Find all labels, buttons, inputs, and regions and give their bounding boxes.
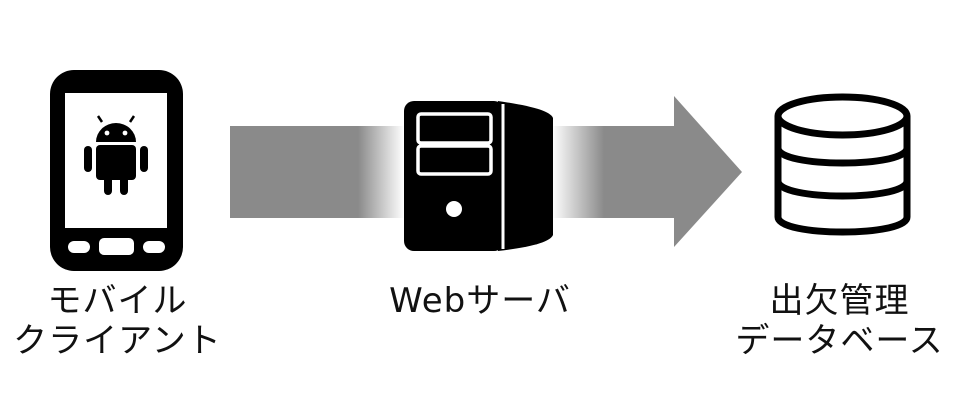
mobile-client-label-line-2: クライアント	[13, 321, 222, 361]
arrow-head	[674, 96, 742, 247]
database-icon	[774, 93, 911, 236]
android-robot-icon	[84, 115, 148, 195]
attendance-db-label: 出欠管理 データベース	[720, 281, 959, 361]
android-phone-icon	[50, 70, 183, 271]
mobile-client-label-line-1: モバイル	[47, 281, 188, 321]
mobile-client-label: モバイル クライアント	[0, 281, 235, 361]
attendance-db-label-line-2: データベース	[735, 321, 944, 361]
arrow-fade-left	[358, 126, 404, 218]
arrow-fade-right	[552, 126, 604, 218]
attendance-db-label-line-1: 出欠管理	[769, 281, 910, 321]
server-tower-icon	[404, 101, 553, 251]
web-server-label-line-1: Webサーバ	[389, 281, 571, 321]
web-server-label: Webサーバ	[370, 281, 590, 321]
